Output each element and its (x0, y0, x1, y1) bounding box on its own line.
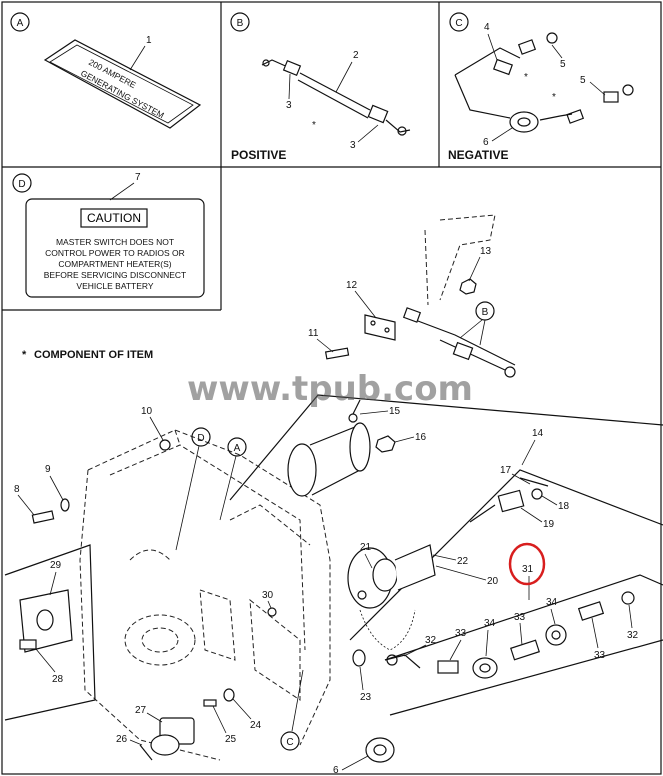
callout-33c: 33 (594, 650, 606, 661)
callout-34a: 34 (484, 618, 496, 629)
highlight-circle-31 (508, 542, 546, 586)
panel-c-letter: C (455, 18, 462, 29)
ref-letter-c: C (286, 737, 293, 748)
panel-c: C 4 5 5 6 * * NEGATIVE (448, 12, 634, 162)
caution-line-1: MASTER SWITCH DOES NOT (56, 237, 174, 247)
callout-8: 8 (14, 484, 20, 495)
caution-title: CAUTION (87, 211, 141, 225)
callout-30: 30 (262, 590, 274, 601)
caution-line-4: BEFORE SERVICING DISCONNECT (44, 270, 186, 280)
callout-4: 4 (484, 22, 490, 33)
callout-17: 17 (500, 465, 512, 476)
callout-3b: 3 (350, 140, 356, 151)
callout-31: 31 (522, 564, 534, 575)
vehicle-body-outline (79, 214, 496, 761)
callout-29: 29 (50, 560, 62, 571)
callout-13: 13 (480, 246, 492, 257)
callout-23: 23 (360, 692, 372, 703)
callout-labels: 8 9 10 11 12 13 14 15 16 17 18 19 20 21 … (14, 246, 639, 776)
callout-1: 1 (146, 35, 152, 46)
callout-32a: 32 (425, 635, 437, 646)
panel-b-letter: B (237, 18, 244, 29)
callout-16: 16 (415, 432, 427, 443)
callout-12: 12 (346, 280, 358, 291)
callout-6-bottom: 6 (333, 765, 339, 776)
callout-19: 19 (543, 519, 555, 530)
component-note-star: * (22, 349, 27, 361)
callout-22: 22 (457, 556, 469, 567)
caution-line-2: CONTROL POWER TO RADIOS OR (45, 248, 185, 258)
callout-18: 18 (558, 501, 570, 512)
callout-24: 24 (250, 720, 262, 731)
callout-20: 20 (487, 576, 499, 587)
caution-line-5: VEHICLE BATTERY (76, 281, 153, 291)
callout-21: 21 (360, 542, 372, 553)
callout-25: 25 (225, 734, 237, 745)
parts (19, 278, 635, 763)
callout-33a: 33 (455, 628, 467, 639)
positive-label: POSITIVE (231, 148, 286, 162)
panel-d: D 7 CAUTION MASTER SWITCH DOES NOT CONTR… (12, 172, 205, 298)
callout-34b: 34 (546, 597, 558, 608)
svg-text:*: * (552, 92, 556, 103)
ref-letter-d: D (197, 433, 204, 444)
panel-a-letter: A (17, 18, 24, 29)
callout-28: 28 (52, 674, 64, 685)
callout-27: 27 (135, 705, 147, 716)
callout-10: 10 (141, 406, 153, 417)
callout-9: 9 (45, 464, 51, 475)
component-note: COMPONENT OF ITEM (34, 349, 153, 361)
panel-a: A 200 AMPERE GENERATING SYSTEM 1 (10, 12, 202, 129)
negative-label: NEGATIVE (448, 148, 508, 162)
callout-11: 11 (308, 328, 319, 339)
callout-7: 7 (135, 172, 141, 183)
watermark: www.tpub.com (187, 369, 473, 409)
callout-33b: 33 (514, 612, 526, 623)
svg-text:*: * (312, 120, 316, 131)
callout-5b: 5 (580, 75, 586, 86)
main-ref-letters: B D A C (175, 301, 495, 751)
callout-26: 26 (116, 734, 128, 745)
callout-14: 14 (532, 428, 544, 439)
callout-3a: 3 (286, 100, 292, 111)
ref-letter-a: A (234, 443, 241, 454)
callout-5a: 5 (560, 59, 566, 70)
callout-6: 6 (483, 137, 489, 148)
callout-2: 2 (353, 50, 359, 61)
ref-letter-b: B (482, 307, 489, 318)
panel-b: B 2 3 3 * POSITIVE (230, 12, 411, 162)
caution-line-3: COMPARTMENT HEATER(S) (58, 259, 171, 269)
svg-text:*: * (524, 72, 528, 83)
panel-d-letter: D (18, 179, 25, 190)
callout-15: 15 (389, 406, 401, 417)
callout-32b: 32 (627, 630, 639, 641)
